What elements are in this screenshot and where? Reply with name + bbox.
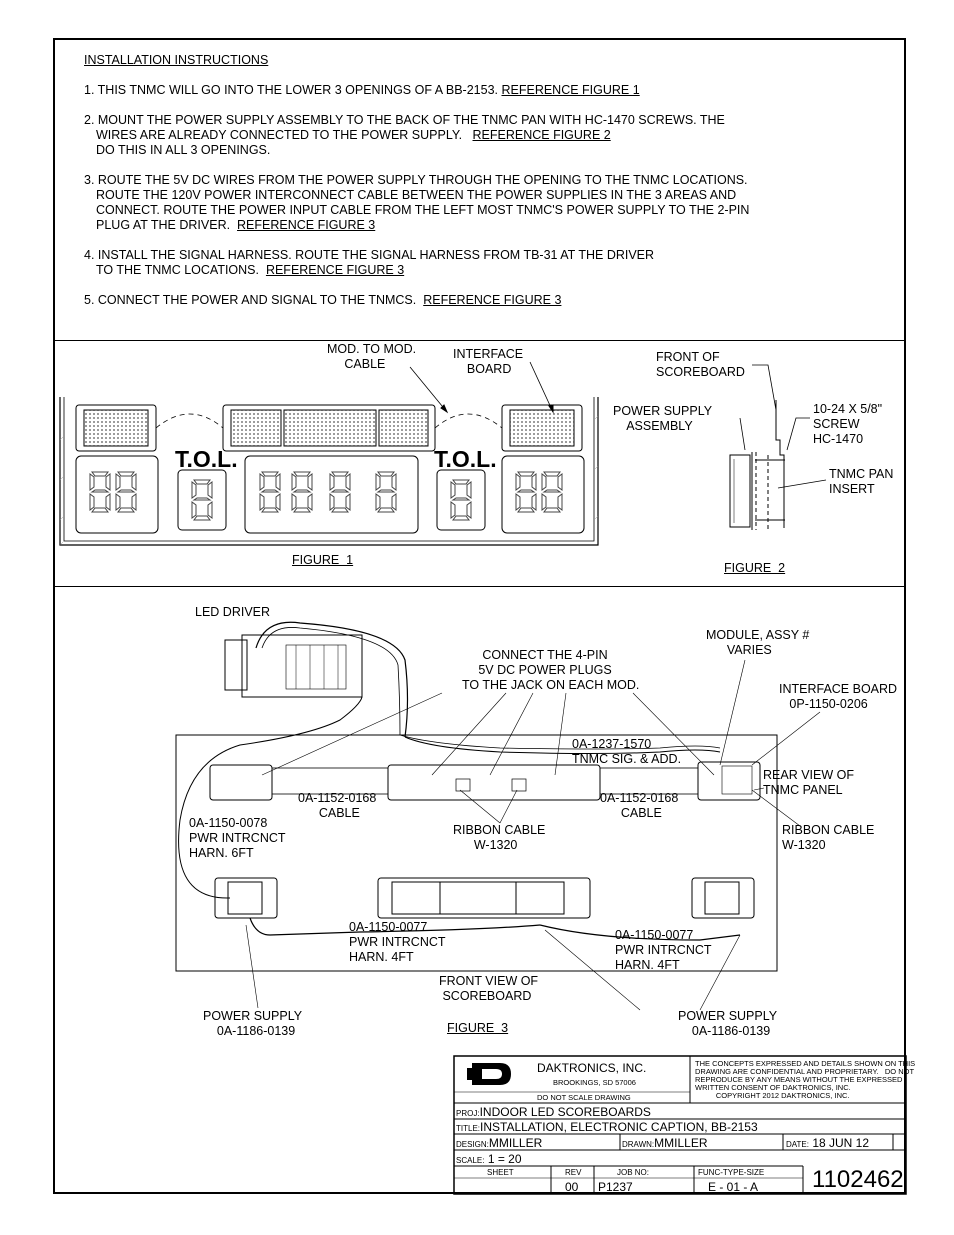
label-pwr-4ft-left: 0A-1150-0077 PWR INTRCNCT HARN. 4FT xyxy=(349,920,446,964)
label-pwr-6ft: 0A-1150-0078 PWR INTRCNCT HARN. 6FT xyxy=(189,816,286,860)
label-interface-board: INTERFACE BOARD xyxy=(453,347,524,376)
label-rear-view: REAR VIEW OF TNMC PANEL xyxy=(763,768,854,797)
drawing-number: 1102462 xyxy=(812,1166,904,1193)
step-5: 5. CONNECT THE POWER AND SIGNAL TO THE T… xyxy=(84,293,562,307)
job-label: JOB NO: xyxy=(617,1168,650,1177)
front-psu-right xyxy=(691,877,755,919)
label-interface-board-0p: INTERFACE BOARD 0P-1150-0206 xyxy=(779,682,898,711)
figure-3-caption: FIGURE 3 xyxy=(447,1021,509,1035)
section-divider xyxy=(53,340,906,341)
label-connect-plugs: CONNECT THE 4-PIN 5V DC POWER PLUGS TO T… xyxy=(462,648,640,692)
rear-module-left xyxy=(209,764,273,801)
label-tnmc-pan: TNMC PAN INSERT xyxy=(829,467,894,496)
no-scale-note: DO NOT SCALE DRAWING xyxy=(537,1093,631,1102)
figure-1-caption: FIGURE 1 xyxy=(292,553,354,567)
step-4-cont: TO THE TNMC LOCATIONS. REFERENCE FIGURE … xyxy=(96,263,405,277)
step-4: 4. INSTALL THE SIGNAL HARNESS. ROUTE THE… xyxy=(84,248,655,262)
step-3-cont3: PLUG AT THE DRIVER. REFERENCE FIGURE 3 xyxy=(96,218,376,232)
label-sig-harness: 0A-1237-1570 TNMC SIG. & ADD. xyxy=(572,737,682,766)
figure-2-side-view xyxy=(729,364,827,530)
step-2-cont2: DO THIS IN ALL 3 OPENINGS. xyxy=(96,143,271,157)
caption-panel-right xyxy=(501,404,583,452)
digit-panel-right xyxy=(501,455,585,534)
design-row: DESIGN:MMILLER xyxy=(456,1136,543,1150)
digit-panel-center xyxy=(244,455,419,534)
rev-value: 00 xyxy=(565,1180,579,1194)
label-psu-right: POWER SUPPLY 0A-1186-0139 xyxy=(678,1009,778,1038)
func-label: FUNC-TYPE-SIZE xyxy=(698,1168,765,1177)
figure-1-scoreboard xyxy=(59,361,599,546)
label-screw: 10-24 X 5/8" SCREW HC-1470 xyxy=(813,402,883,446)
front-center-module xyxy=(377,877,591,919)
label-power-supply-assembly: POWER SUPPLY ASSEMBLY xyxy=(613,404,713,433)
label-front-view: FRONT VIEW OF SCOREBOARD xyxy=(439,974,539,1003)
section-divider xyxy=(53,586,906,587)
company-name: DAKTRONICS, INC. xyxy=(537,1061,647,1075)
step-2: 2. MOUNT THE POWER SUPPLY ASSEMBLY TO TH… xyxy=(84,113,725,127)
tol-label-right: T.O.L. xyxy=(434,446,497,472)
func-value: E - 01 - A xyxy=(708,1180,759,1194)
rear-module-right xyxy=(697,761,761,801)
label-ribbon-mid: RIBBON CABLE W-1320 xyxy=(453,823,546,852)
label-psu-left: POWER SUPPLY 0A-1186-0139 xyxy=(203,1009,303,1038)
digit-panel-small-right xyxy=(436,469,486,531)
company-city: BROOKINGS, SD 57006 xyxy=(553,1078,636,1087)
label-ribbon-right: RIBBON CABLE W-1320 xyxy=(782,823,875,852)
label-cable-left: 0A-1152-0168 CABLE xyxy=(298,791,377,820)
step-3-cont: ROUTE THE 120V POWER INTERCONNECT CABLE … xyxy=(96,188,737,202)
rev-label: REV xyxy=(565,1168,582,1177)
drawn-row: DRAWN:MMILLER xyxy=(622,1136,708,1150)
figure-3-wiring xyxy=(175,621,821,1011)
sheet-label: SHEET xyxy=(487,1168,514,1177)
label-cable-right: 0A-1152-0168 CABLE xyxy=(600,791,679,820)
instructions-heading: INSTALLATION INSTRUCTIONS xyxy=(84,53,269,67)
figure-1-hatch xyxy=(59,415,599,546)
job-value: P1237 xyxy=(598,1180,633,1194)
label-pwr-4ft-right: 0A-1150-0077 PWR INTRCNCT HARN. 4FT xyxy=(615,928,712,972)
project-row: PROJ:INDOOR LED SCOREBOARDS xyxy=(456,1105,651,1119)
figure-2-caption: FIGURE 2 xyxy=(724,561,786,575)
digit-panel-left xyxy=(75,455,159,534)
caption-panel-center xyxy=(222,404,436,452)
daktronics-logo-icon xyxy=(467,1063,511,1085)
step-1: 1. THIS TNMC WILL GO INTO THE LOWER 3 OP… xyxy=(84,83,640,97)
led-driver-board xyxy=(224,621,409,738)
scale-row: SCALE: 1 = 20 xyxy=(456,1152,522,1166)
label-mod-cable: MOD. TO MOD. CABLE xyxy=(327,342,417,371)
label-led-driver: LED DRIVER xyxy=(195,605,271,619)
proprietary-notice: THE CONCEPTS EXPRESSED AND DETAILS SHOWN… xyxy=(695,1059,916,1100)
date-row: DATE: 18 JUN 12 xyxy=(786,1136,870,1150)
title-row: TITLE:INSTALLATION, ELECTRONIC CAPTION, … xyxy=(456,1120,758,1134)
step-3: 3. ROUTE THE 5V DC WIRES FROM THE POWER … xyxy=(84,173,748,187)
label-module-assy: MODULE, ASSY # VARIES xyxy=(706,628,810,657)
step-3-cont2: CONNECT. ROUTE THE POWER INPUT CABLE FRO… xyxy=(96,203,750,217)
caption-panel-left xyxy=(75,404,157,452)
drawing-frame xyxy=(53,38,906,1194)
title-block-grid xyxy=(453,1055,907,1195)
rear-module-center xyxy=(387,764,601,801)
step-2-cont: WIRES ARE ALREADY CONNECTED TO THE POWER… xyxy=(96,128,611,142)
label-front-of-scoreboard: FRONT OF SCOREBOARD xyxy=(656,350,745,379)
tol-label-left: T.O.L. xyxy=(175,446,238,472)
digit-panel-small-left xyxy=(177,469,227,531)
